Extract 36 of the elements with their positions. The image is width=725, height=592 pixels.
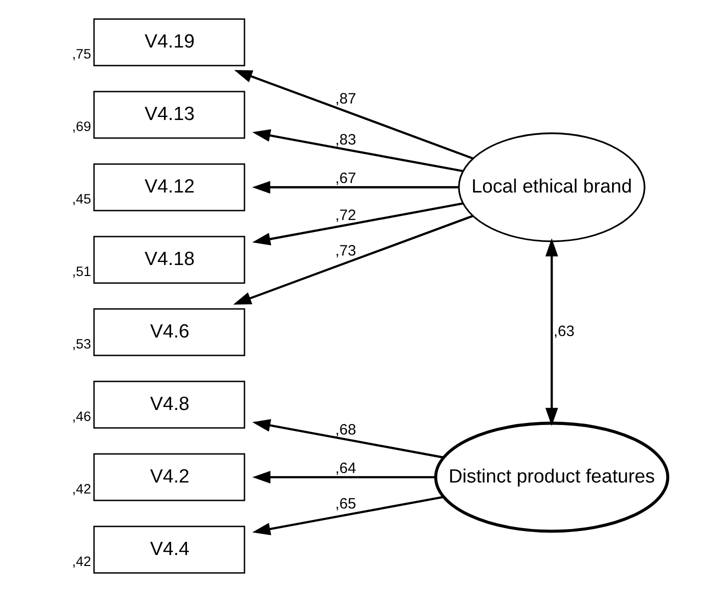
node-box: V4.8 (92, 380, 245, 429)
arrow (232, 214, 473, 305)
node-box: V4.12 (92, 163, 245, 212)
node-label: ,51 (72, 264, 91, 280)
edge-label: ,65 (334, 495, 356, 512)
node-label: ,42 (72, 554, 91, 570)
node-box: V4.4 (92, 526, 245, 574)
arrow (252, 202, 463, 246)
node-box: V4.2 (92, 453, 245, 502)
edge-label: ,87 (334, 90, 356, 108)
node-label: ,53 (72, 336, 91, 352)
node-box: V4.19 (92, 18, 245, 66)
node-box: V4.13 (92, 90, 245, 139)
edge-label: ,63 (553, 323, 574, 340)
arrow (234, 70, 473, 160)
arrow (252, 180, 458, 194)
node-label: ,69 (72, 119, 91, 134)
node-ellipse: Local ethical brand (458, 132, 645, 242)
node-box: V4.18 (92, 236, 245, 284)
edge-label: ,73 (334, 242, 356, 260)
node-label: ,75 (72, 46, 91, 62)
edge-label: ,83 (334, 132, 356, 149)
arrow (252, 496, 444, 536)
node-label: ,45 (72, 192, 91, 207)
edge-label: ,72 (334, 206, 356, 224)
edge-label: ,67 (334, 170, 356, 187)
node-box: V4.6 (92, 308, 245, 356)
node-label: ,42 (72, 482, 91, 497)
node-label: ,46 (72, 409, 91, 424)
edge-label: ,64 (334, 460, 356, 477)
edge-label: ,68 (334, 422, 356, 439)
arrow (252, 129, 463, 172)
arrow (544, 238, 558, 426)
arrow (252, 470, 436, 484)
arrow (252, 419, 444, 459)
node-ellipse: Distinct product features (434, 422, 669, 533)
